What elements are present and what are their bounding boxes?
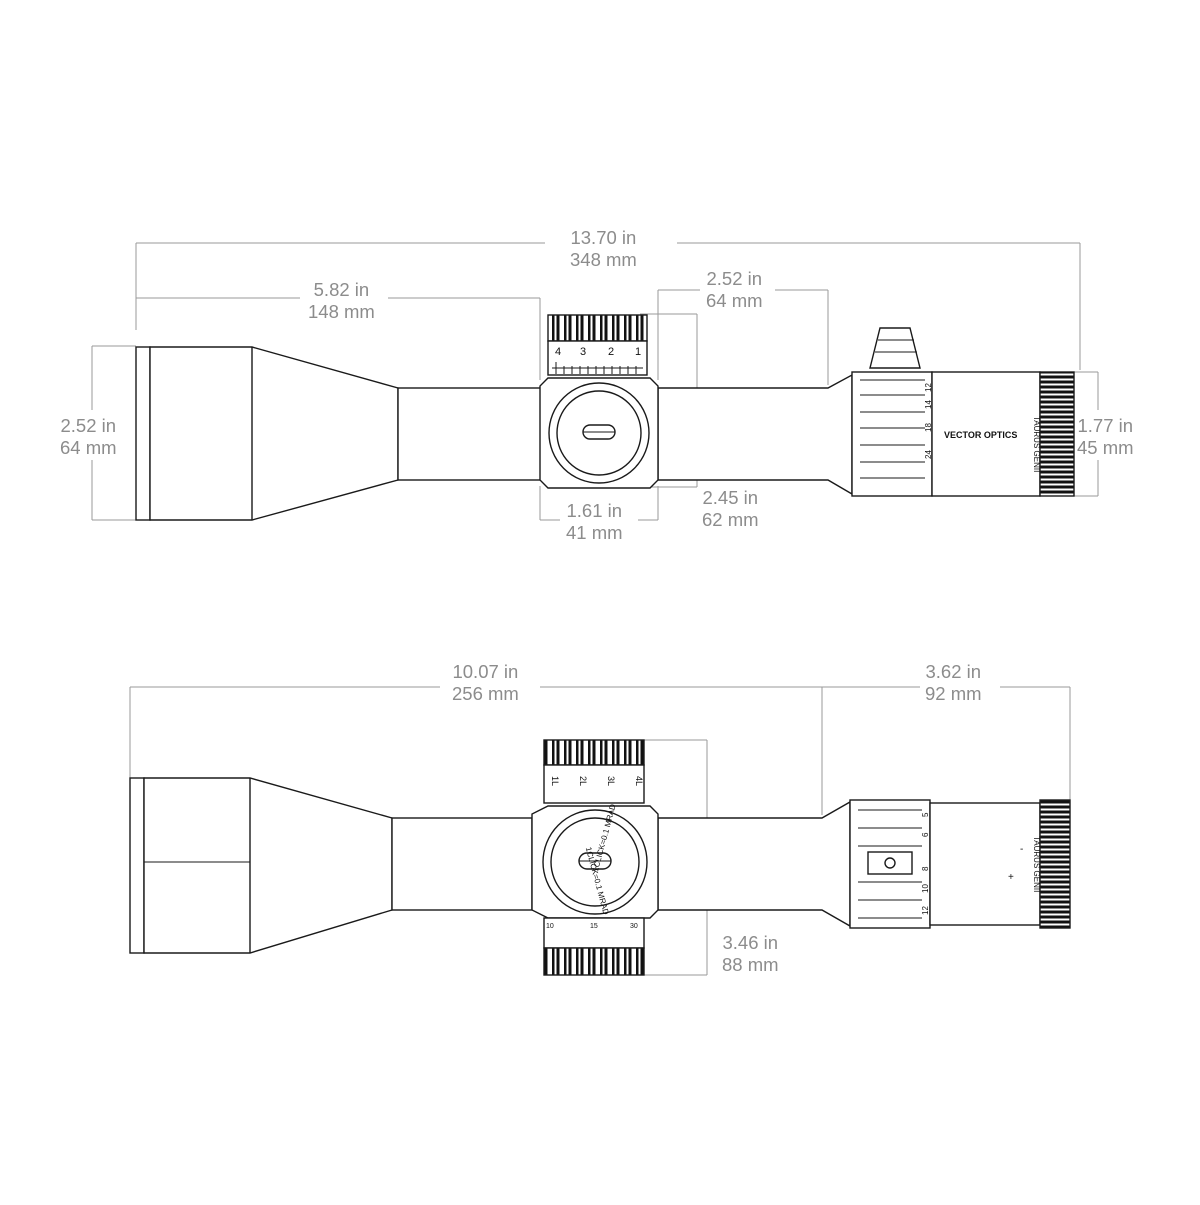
eyepiece-length-in: 3.62 in (925, 661, 982, 682)
eyepiece-diameter-mm: 45 mm (1077, 437, 1134, 458)
diopter-ring (1039, 371, 1075, 497)
turret-to-eyepiece-mm: 64 mm (706, 290, 763, 311)
side-view-scope (129, 739, 1071, 976)
side-knob-top (543, 739, 645, 766)
turret-span-label: 3.46 in 88 mm (722, 932, 779, 976)
zoom-mark-12: 12 (924, 383, 933, 392)
side-bottom-scale-30: 30 (630, 923, 638, 930)
side-objective-bell (143, 777, 393, 954)
side-main-tube (391, 817, 533, 911)
eyepiece-length-mm: 92 mm (925, 683, 982, 704)
side-scale-1l: 1L (550, 776, 560, 786)
turret-scale-1: 1 (635, 346, 641, 358)
top-view-scope (135, 314, 1075, 521)
eyepiece-length-label: 3.62 in 92 mm (925, 661, 982, 705)
throw-lever (869, 327, 921, 369)
side-knob-bottom (543, 917, 645, 949)
overall-length-in: 13.70 in (570, 227, 637, 248)
turret-scale-3: 3 (580, 346, 586, 358)
turret-scale-2: 2 (608, 346, 614, 358)
eyepiece-diameter-in: 1.77 in (1077, 415, 1134, 436)
main-tube-rear (657, 373, 853, 496)
zoom-mark-24: 24 (924, 450, 933, 459)
diopter-minus: - (1020, 844, 1023, 855)
turret-housing-width-in: 1.61 in (566, 500, 623, 521)
front-length-in: 10.07 in (452, 661, 519, 682)
turret-height-in: 2.45 in (702, 487, 759, 508)
objective-to-turret-mm: 148 mm (308, 301, 375, 322)
model-text-side: TAURUS GENII (1032, 836, 1041, 892)
side-zoom-10: 10 (921, 884, 930, 893)
turret-height-mm: 62 mm (702, 509, 759, 530)
side-zoom-12: 12 (921, 906, 930, 915)
zoom-mark-18: 18 (924, 423, 933, 432)
turret-to-eyepiece-in: 2.52 in (706, 268, 763, 289)
objective-bell (149, 346, 399, 521)
side-scale-2l: 2L (578, 776, 588, 786)
overall-length-mm: 348 mm (570, 249, 637, 270)
side-bottom-scale-10: 10 (546, 923, 554, 930)
objective-to-turret-label: 5.82 in 148 mm (308, 279, 375, 323)
objective-diameter-label: 2.52 in 64 mm (60, 415, 117, 459)
side-tube-rear (657, 800, 851, 928)
turret-to-eyepiece-label: 2.52 in 64 mm (706, 268, 763, 312)
turret-knob-top (547, 314, 648, 342)
zoom-ring (851, 371, 933, 497)
eyepiece-diameter-label: 1.77 in 45 mm (1077, 415, 1134, 459)
overall-length-label: 13.70 in 348 mm (570, 227, 637, 271)
model-text-top: TAURUS GENII (1032, 416, 1041, 472)
side-zoom-6: 6 (921, 832, 930, 837)
side-bottom-scale-15: 15 (590, 923, 598, 930)
side-zoom-5: 5 (921, 812, 930, 817)
turret-span-in: 3.46 in (722, 932, 779, 953)
main-tube-front (397, 387, 542, 481)
side-diopter-ring (1039, 799, 1071, 929)
objective-to-turret-in: 5.82 in (313, 279, 370, 300)
objective-diameter-mm: 64 mm (60, 437, 117, 458)
turret-height-label: 2.45 in 62 mm (702, 487, 759, 531)
diopter-plus: + (1008, 872, 1014, 883)
side-scale-4l: 4L (634, 776, 644, 786)
side-zoom-8: 8 (921, 866, 930, 871)
turret-housing-width-label: 1.61 in 41 mm (566, 500, 623, 544)
turret-housing-width-mm: 41 mm (566, 522, 623, 543)
side-scale-3l: 3L (606, 776, 616, 786)
objective-diameter-in: 2.52 in (60, 415, 117, 436)
brand-logo-text: VECTOR OPTICS (944, 430, 1017, 440)
front-length-mm: 256 mm (452, 683, 519, 704)
side-objective-cap (129, 777, 145, 954)
turret-scale-4: 4 (555, 346, 561, 358)
turret-span-mm: 88 mm (722, 954, 779, 975)
front-length-label: 10.07 in 256 mm (452, 661, 519, 705)
zoom-mark-14: 14 (924, 400, 933, 409)
dimension-lines (91, 242, 1099, 976)
objective-cap (135, 346, 151, 521)
side-eyepiece-body (929, 802, 1041, 926)
